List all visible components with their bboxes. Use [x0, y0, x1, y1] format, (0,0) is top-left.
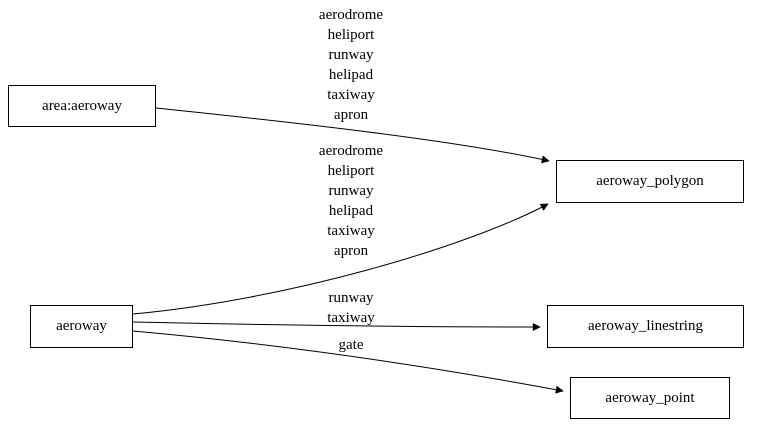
node-area-aeroway: area:aeroway: [8, 85, 156, 127]
node-aeroway-linestring-label: aeroway_linestring: [588, 318, 703, 334]
node-aeroway: aeroway: [30, 305, 133, 348]
node-aeroway-point-label: aeroway_point: [605, 389, 695, 406]
edge-aeroway-to-aeroway-linestring: [132, 321, 541, 331]
node-area-aeroway-label: area:aeroway: [42, 97, 122, 114]
edge-aeroway-to-aeroway-point: [132, 330, 564, 394]
edge-label-aeroway-to-polygon: aerodrome heliport runway helipad taxiwa…: [318, 143, 384, 259]
node-aeroway-label: aeroway: [56, 318, 107, 334]
node-aeroway-polygon: aeroway_polygon: [556, 160, 744, 203]
node-aeroway-linestring: aeroway_linestring: [547, 305, 744, 348]
edge-area-aeroway-to-aeroway-polygon: [155, 107, 550, 164]
node-aeroway-point: aeroway_point: [570, 377, 730, 419]
edge-label-aeroway-to-linestring: runway taxiway: [327, 290, 375, 326]
edge-label-area-aeroway-to-polygon: aerodrome heliport runway helipad taxiwa…: [318, 7, 384, 123]
edge-label-aeroway-to-point: gate: [338, 337, 364, 353]
edge-aeroway-to-aeroway-polygon: [132, 203, 549, 315]
node-aeroway-polygon-label: aeroway_polygon: [596, 173, 704, 189]
